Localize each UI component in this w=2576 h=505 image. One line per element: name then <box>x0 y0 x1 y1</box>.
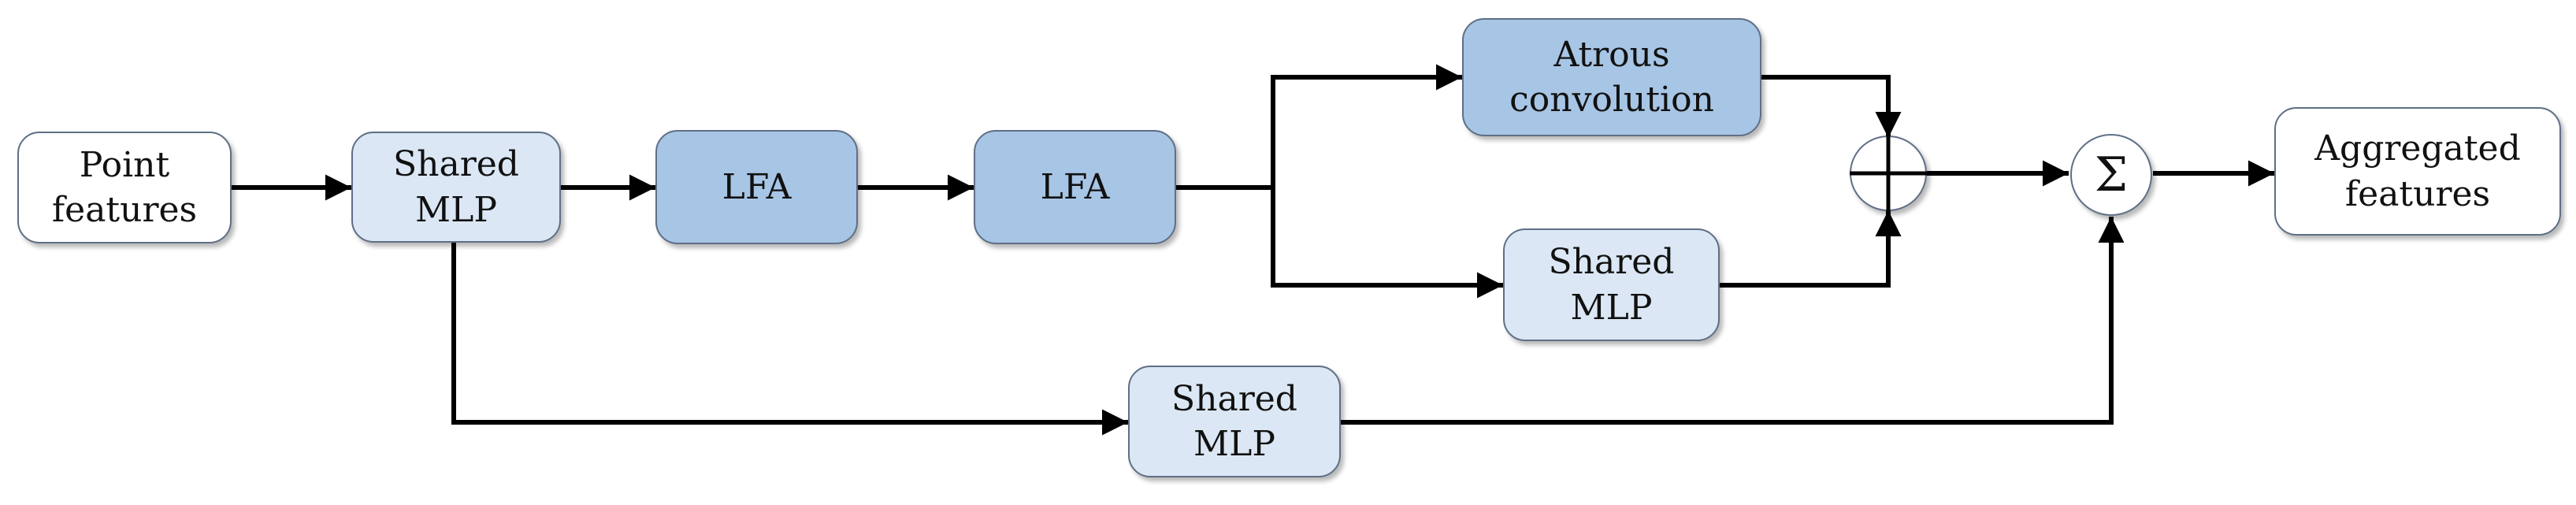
lfa-node-2: LFA <box>974 130 1176 244</box>
arrow-mlp3-to-sum <box>1341 217 2125 425</box>
atrous-convolution-node: Atrous convolution <box>1462 18 1761 136</box>
shared-mlp-1-line1: Shared <box>393 144 519 185</box>
point-features-line1: Point <box>79 144 170 185</box>
lfa-1-label: LFA <box>722 166 792 207</box>
shared-mlp-node-2: Shared MLP <box>1503 228 1720 341</box>
aggregated-features-line2: features <box>2344 173 2491 214</box>
arrow-atrous-to-plus <box>1761 75 1902 138</box>
shared-mlp-3-line2: MLP <box>1193 424 1275 464</box>
plus-junction <box>1850 136 1927 211</box>
lfa-2-label: LFA <box>1040 166 1110 207</box>
atrous-conv-line1: Atrous <box>1553 34 1670 75</box>
arrow-mlp2-to-plus <box>1720 210 1902 288</box>
aggregated-features-line1: Aggregated <box>2314 128 2521 169</box>
shared-mlp-1-line2: MLP <box>415 189 497 230</box>
aggregated-features-node: Aggregated features <box>2274 107 2561 236</box>
arrow-mlp1-to-mlp3 <box>451 243 1128 436</box>
atrous-conv-line2: convolution <box>1509 80 1714 120</box>
sum-node: Σ <box>2070 134 2152 216</box>
sum-symbol: Σ <box>2094 147 2129 202</box>
point-features-node: Point features <box>17 132 232 243</box>
point-features-line2: features <box>51 190 198 230</box>
shared-mlp-node-3: Shared MLP <box>1128 366 1341 477</box>
shared-mlp-node-1: Shared MLP <box>351 132 561 243</box>
shared-mlp-2-line1: Shared <box>1548 242 1675 283</box>
shared-mlp-2-line2: MLP <box>1570 287 1653 328</box>
lfa-node-1: LFA <box>655 130 858 244</box>
plus-junction-icon <box>1850 136 1927 211</box>
shared-mlp-3-line1: Shared <box>1171 378 1297 419</box>
